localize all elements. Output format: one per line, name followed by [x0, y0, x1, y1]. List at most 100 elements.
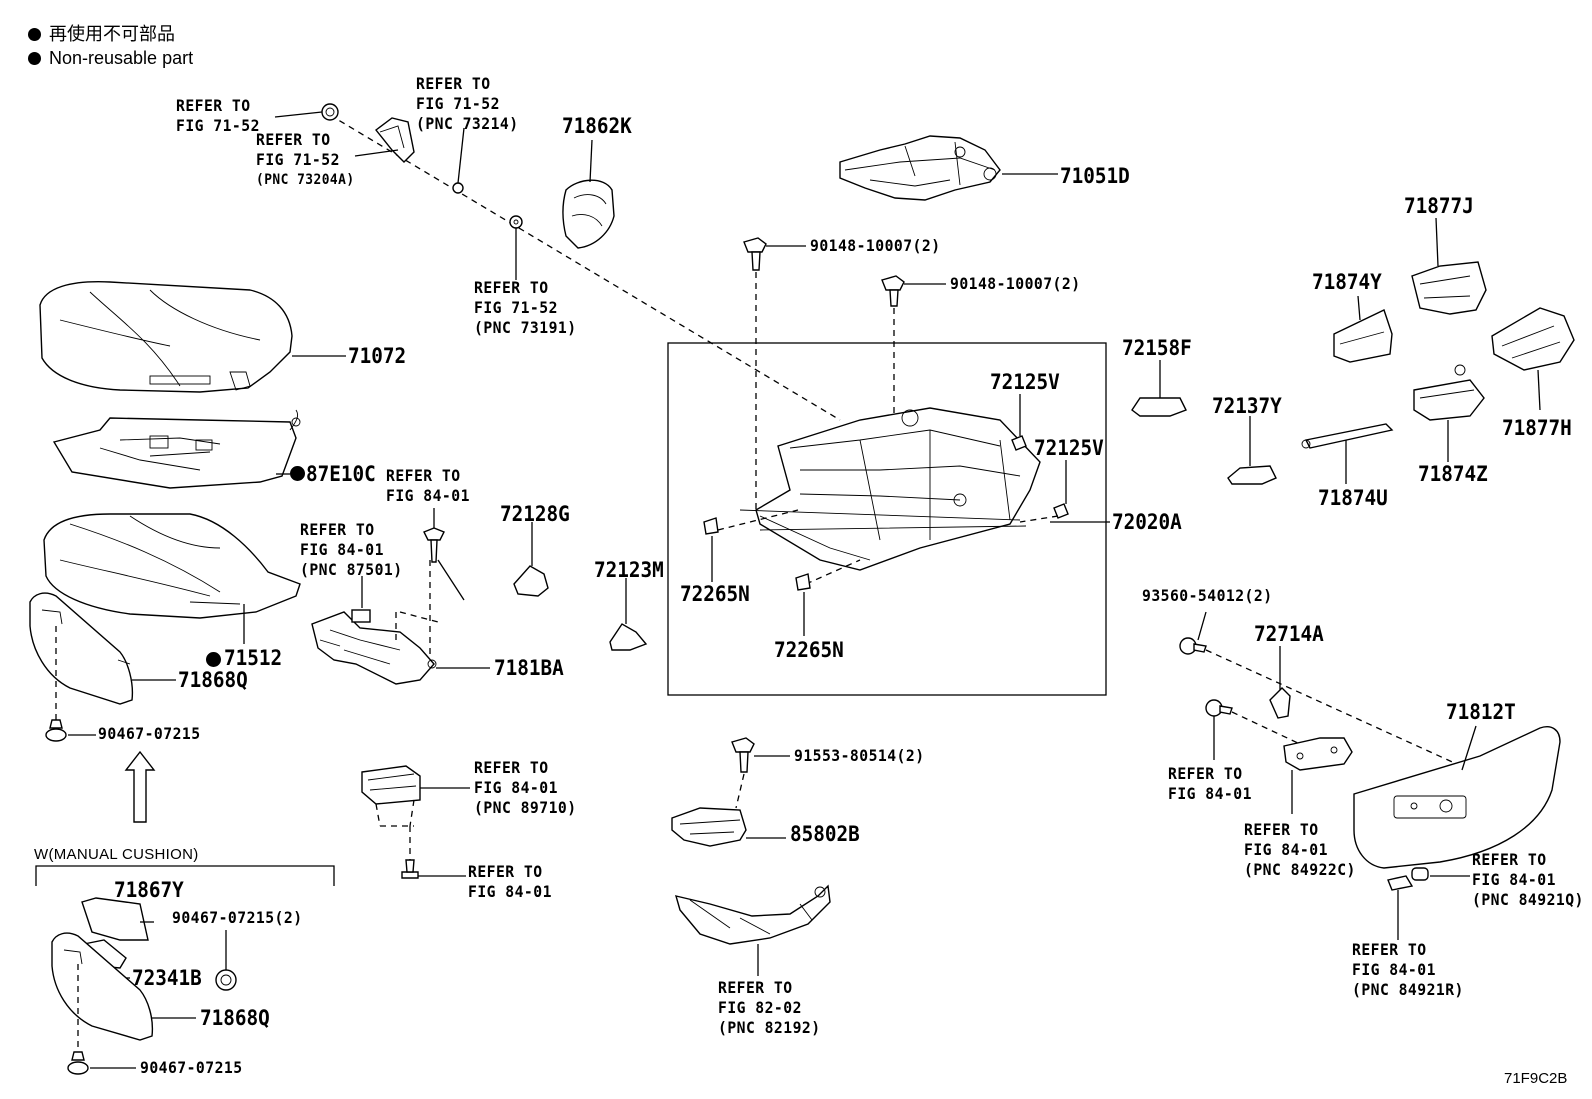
- bracket-part-icon: [513, 565, 549, 597]
- part-label[interactable]: 91553-80514(2): [794, 746, 925, 765]
- part-label[interactable]: 90467-07215: [140, 1058, 243, 1077]
- part-label[interactable]: 71877J: [1404, 194, 1474, 218]
- washer-part-icon: [509, 215, 523, 229]
- cover-part-icon: [1333, 309, 1393, 363]
- washer-part-icon: [452, 182, 464, 194]
- wire-harness-part-icon: [674, 884, 831, 945]
- part-label[interactable]: 90148-10007(2): [810, 236, 941, 255]
- seat-cushion-cover-icon: [39, 280, 293, 393]
- connector-part-icon: [361, 765, 421, 805]
- part-label[interactable]: 71072: [348, 344, 407, 368]
- part-label[interactable]: 72125V: [1034, 436, 1104, 460]
- seat-heater-mat-icon: [52, 409, 301, 489]
- fastener-part-icon: [215, 969, 237, 991]
- part-label[interactable]: 71051D: [1060, 164, 1130, 188]
- part-label[interactable]: 90467-07215(2): [172, 908, 303, 927]
- part-label[interactable]: 72020A: [1112, 510, 1182, 534]
- part-label[interactable]: 72137Y: [1212, 394, 1282, 418]
- switch-knob-part-icon: [1387, 867, 1429, 891]
- seat-cushion-pad-icon: [43, 513, 301, 619]
- part-label[interactable]: 72341B: [132, 966, 202, 990]
- part-label[interactable]: 71868Q: [200, 1006, 270, 1030]
- part-label[interactable]: 71874U: [1318, 486, 1388, 510]
- clip-part-icon: [45, 719, 67, 742]
- screw-part-icon: [1179, 637, 1207, 655]
- clip-part-icon: [1011, 435, 1027, 451]
- cover-part-icon: [1491, 307, 1575, 371]
- part-label[interactable]: 72265N: [774, 638, 844, 662]
- part-label[interactable]: 71862K: [562, 114, 632, 138]
- part-label[interactable]: 90467-07215: [98, 724, 201, 743]
- bracket-part-icon: [1227, 465, 1277, 485]
- part-label[interactable]: 72714A: [1254, 622, 1324, 646]
- part-label[interactable]: 71874Y: [1312, 270, 1382, 294]
- trim-panel-part-icon: [81, 897, 149, 941]
- frame-group-box: [667, 342, 1107, 696]
- seat-switch-part-icon: [1283, 737, 1353, 771]
- seat-frame-assembly-icon: [739, 407, 1041, 571]
- side-trim-part-icon: [51, 932, 154, 1041]
- part-label[interactable]: 71877H: [1502, 416, 1572, 440]
- clip-part-icon: [1053, 503, 1069, 519]
- part-label[interactable]: 72123M: [594, 558, 664, 582]
- legend-line-en: Non-reusable part: [28, 46, 193, 70]
- non-reusable-dot-icon: [28, 28, 41, 41]
- part-label[interactable]: 85802B: [790, 822, 860, 846]
- part-label[interactable]: 72265N: [680, 582, 750, 606]
- part-label[interactable]: 71868Q: [178, 668, 248, 692]
- part-label[interactable]: 90148-10007(2): [950, 274, 1081, 293]
- part-label[interactable]: 72125V: [990, 370, 1060, 394]
- section-label: W(MANUAL CUSHION): [34, 846, 199, 863]
- bracket-part-icon: [609, 623, 648, 651]
- part-label[interactable]: 71874Z: [1418, 462, 1488, 486]
- bracket-part-icon: [1131, 397, 1187, 417]
- screw-part-icon: [423, 527, 445, 563]
- side-trim-part-icon: [29, 592, 134, 705]
- bracket-part-icon: [1269, 687, 1291, 719]
- part-label[interactable]: 71867Y: [114, 878, 184, 902]
- rod-part-icon: [1301, 423, 1394, 449]
- part-label[interactable]: 72128G: [500, 502, 570, 526]
- cap-part-icon: [321, 103, 339, 121]
- part-label[interactable]: 72158F: [1122, 336, 1192, 360]
- part-label[interactable]: 93560-54012(2): [1142, 586, 1273, 605]
- drawing-code: 71F9C2B: [1504, 1070, 1568, 1087]
- knob-part-icon: [375, 117, 415, 163]
- part-label[interactable]: 7181BA: [494, 656, 564, 680]
- legend: 再使用不可部品 Non-reusable part: [28, 22, 193, 70]
- wire-harness-part-icon: [839, 135, 1001, 201]
- part-label[interactable]: 71512: [224, 646, 283, 670]
- non-reusable-dot-icon: [206, 652, 221, 667]
- seat-side-shield-icon: [1353, 726, 1561, 869]
- cover-part-icon: [1413, 364, 1485, 421]
- bolt-part-icon: [731, 737, 755, 773]
- part-label[interactable]: 71812T: [1446, 700, 1516, 724]
- screw-part-icon: [1205, 699, 1233, 717]
- bolt-part-icon: [881, 275, 905, 307]
- non-reusable-dot-icon: [290, 466, 305, 481]
- screw-part-icon: [401, 859, 419, 879]
- seat-adjuster-mechanism-icon: [311, 609, 437, 685]
- arrow-up-icon: [124, 750, 156, 823]
- legend-line-jp: 再使用不可部品: [28, 22, 193, 46]
- ecu-bracket-part-icon: [671, 807, 747, 847]
- part-label[interactable]: 87E10C: [306, 462, 376, 486]
- cover-part-icon: [1411, 261, 1487, 315]
- clip-part-icon: [703, 517, 719, 535]
- side-cover-part-icon: [562, 179, 615, 249]
- non-reusable-dot-icon: [28, 52, 41, 65]
